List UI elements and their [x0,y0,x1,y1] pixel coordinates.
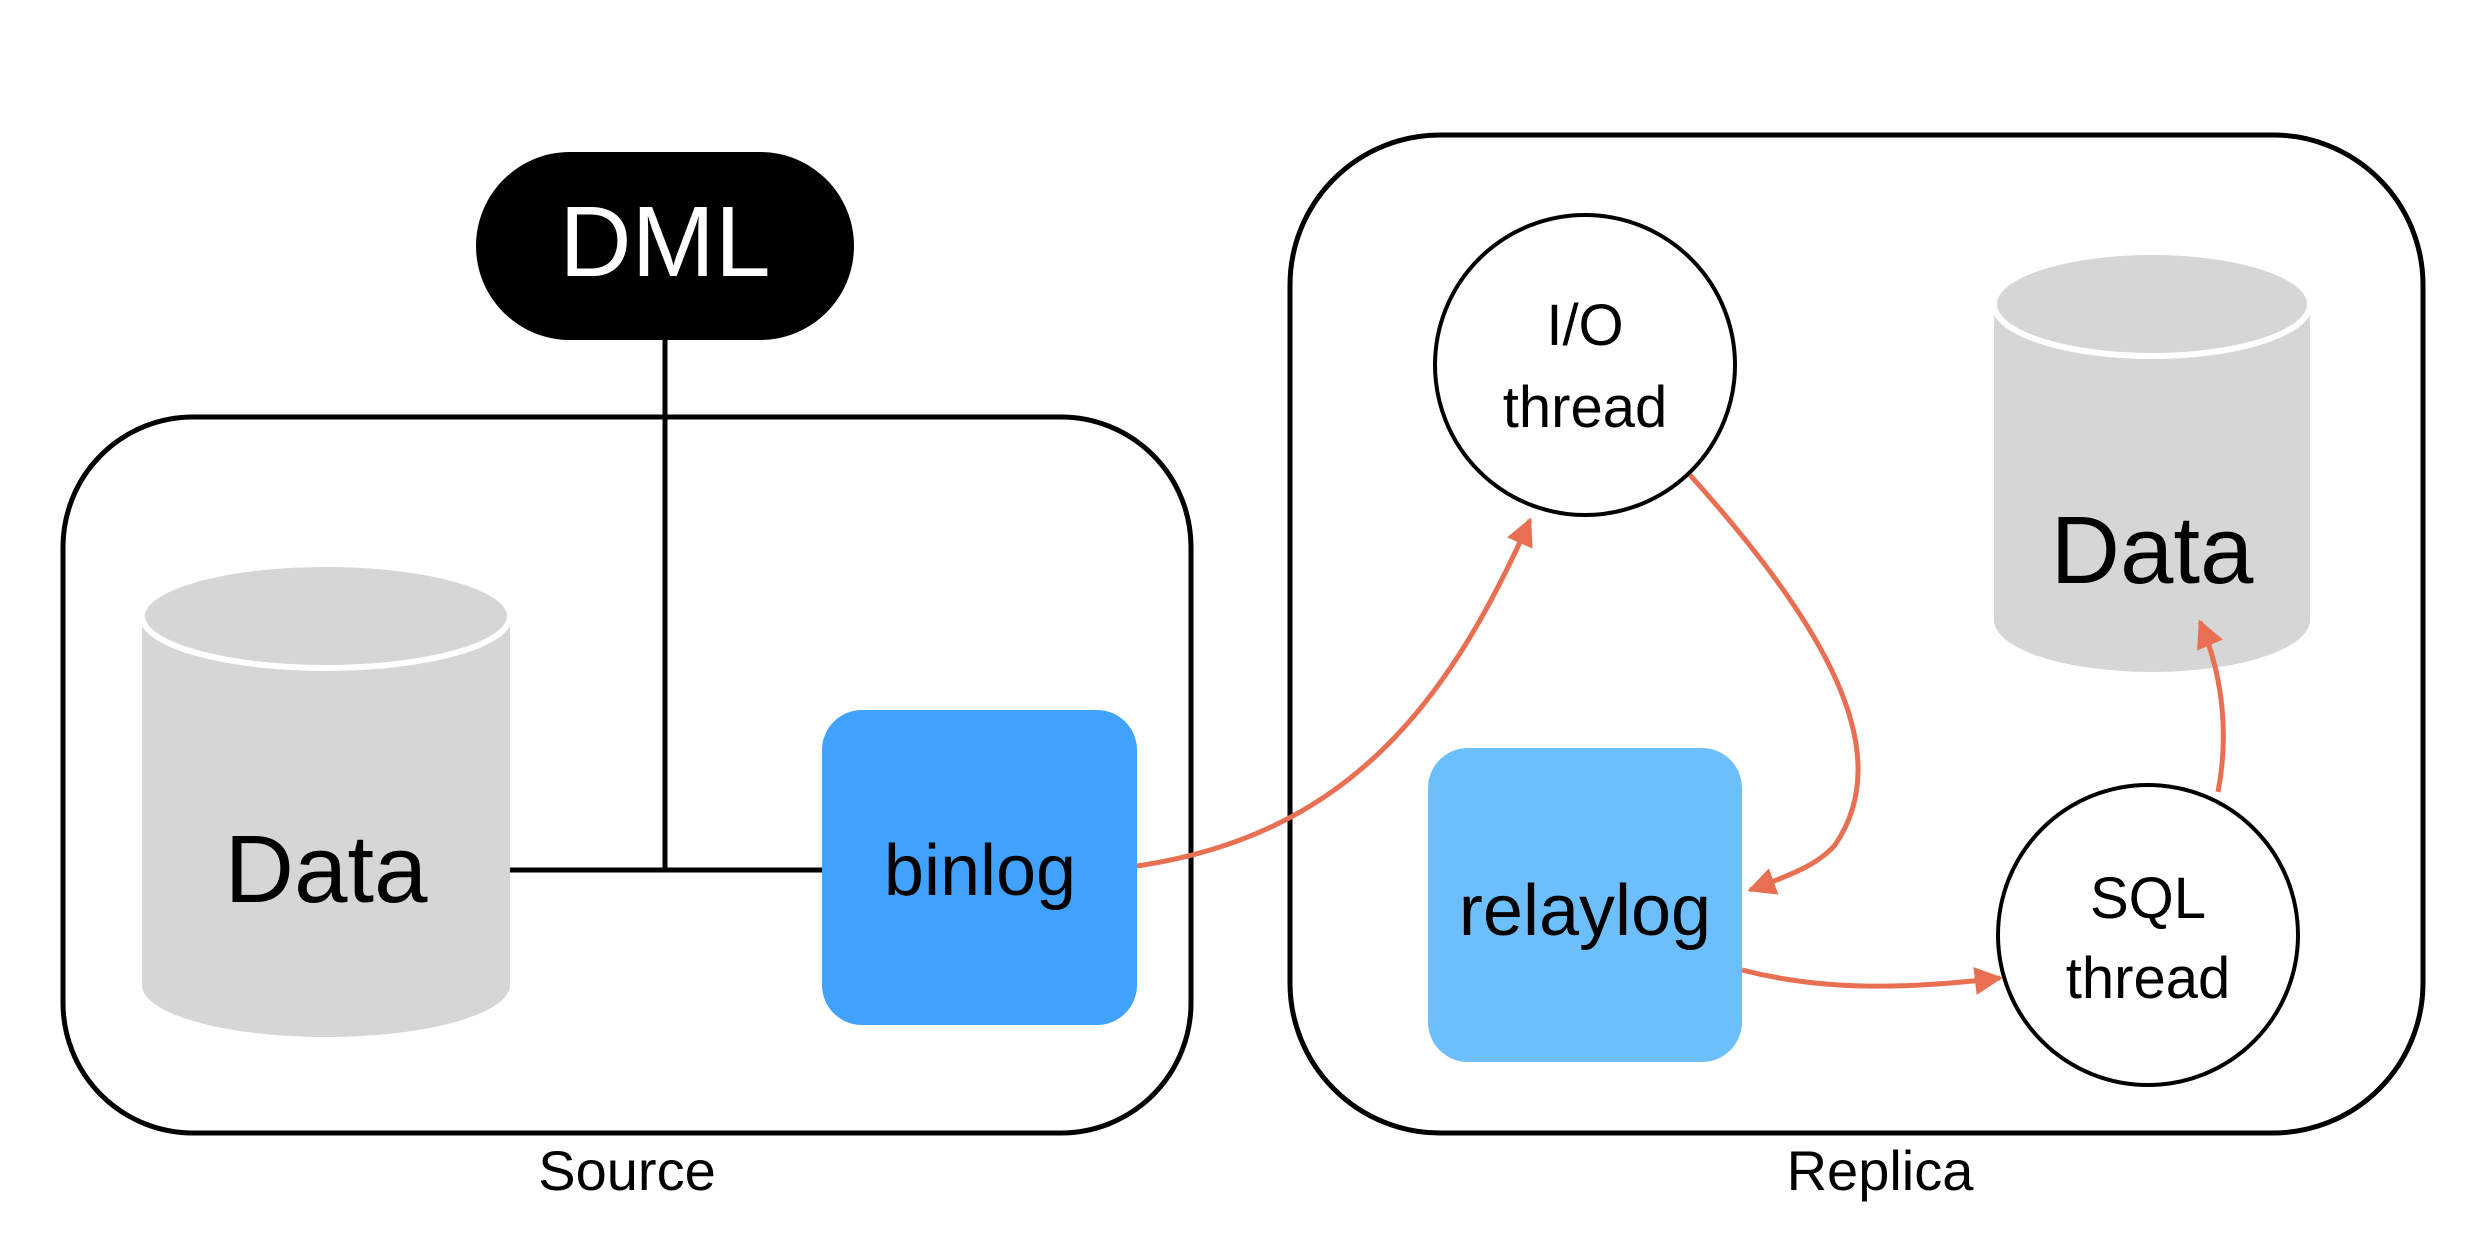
io-thread-node: I/O thread [1433,213,1737,517]
io-thread-to-relaylog-arrow [1688,473,1861,895]
sql-thread-to-data-arrow [2197,619,2226,793]
binlog-to-io-thread-arrow [1136,517,1533,869]
binlog-label: binlog [884,831,1076,911]
replica-data-cylinder: Data [1991,249,2313,672]
relaylog-node: relaylog [1428,748,1742,1062]
dml-node: DML [476,152,854,340]
replica-container [1287,132,2426,1136]
io-thread-label-line1: I/O [1546,293,1623,358]
io-thread-label-line2: thread [1503,375,1667,440]
replica-data-label: Data [2051,497,2254,604]
source-data-cylinder: Data [139,561,513,1037]
sql-thread-label-line2: thread [2066,946,2230,1011]
binlog-node: binlog [822,710,1137,1025]
source-label: Source [538,1139,715,1202]
source-data-label: Data [225,816,428,923]
relaylog-label: relaylog [1459,871,1711,951]
relaylog-to-sql-thread-arrow [1741,967,2003,995]
sql-thread-label-line1: SQL [2090,866,2206,931]
replica-label: Replica [1787,1139,1975,1202]
dml-label: DML [559,186,770,298]
source-container [60,414,1194,1136]
sql-thread-node: SQL thread [1996,783,2300,1087]
